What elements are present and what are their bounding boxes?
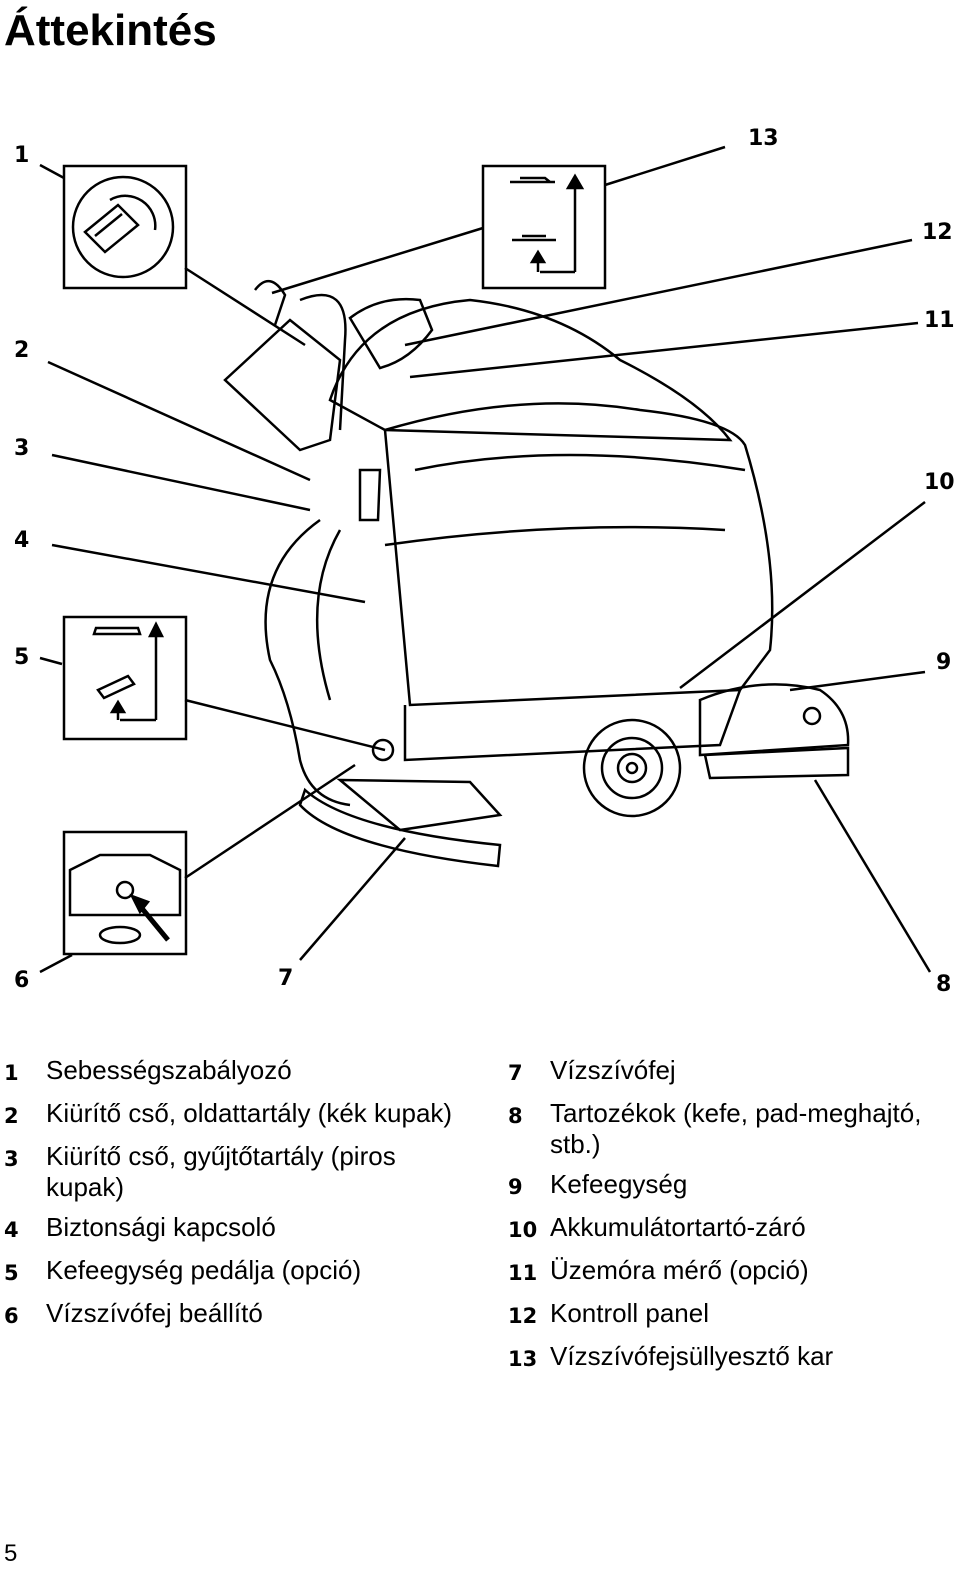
legend-text: Vízszívófejsüllyesztő kar (550, 1341, 834, 1371)
leader-line-2 (47, 360, 311, 482)
legend-text: Biztonsági kapcsoló (46, 1212, 276, 1242)
legend-left-column: 1 Sebességszabályozó 2 Kiürítő cső, oldatt… (4, 1055, 474, 1341)
legend-number: 10 (508, 1218, 538, 1242)
legend-item: 3 Kiürítő cső, gyűjtőtartály (piros kupak… (4, 1141, 474, 1203)
leader-line-13 (604, 145, 726, 187)
callout-9: 9 (936, 650, 952, 675)
legend-item: 9 Kefeegység (508, 1169, 958, 1203)
legend-item: 7 Vízszívófej (508, 1055, 958, 1089)
legend-item: 1 Sebességszabályozó (4, 1055, 474, 1089)
inset-squeegee-lift (481, 164, 607, 290)
callout-12: 12 (922, 220, 953, 245)
legend-number: 13 (508, 1347, 538, 1371)
callout-4: 4 (14, 528, 30, 553)
leader-line-6 (39, 953, 73, 974)
callout-1: 1 (14, 143, 30, 168)
page-number: 5 (4, 1540, 18, 1567)
callout-2: 2 (14, 338, 30, 363)
legend-number: 9 (508, 1175, 523, 1199)
legend-text: Üzemóra mérő (opció) (550, 1255, 809, 1285)
squeegee (298, 787, 502, 868)
control-panel-housing (348, 297, 434, 370)
legend-number: 12 (508, 1304, 538, 1328)
legend-number: 4 (4, 1218, 19, 1242)
leader-line-5 (39, 656, 63, 666)
legend-right-column: 7 Vízszívófej 8 Tartozékok (kefe, pad-megh… (508, 1055, 958, 1384)
callout-3: 3 (14, 436, 30, 461)
scrubber-dryer-illustration (39, 145, 932, 974)
callout-5: 5 (14, 645, 30, 670)
page-title: Áttekintés (4, 6, 217, 55)
legend-text: Tartozékok (kefe, pad-meghajtó, stb.) (550, 1098, 922, 1159)
legend-number: 1 (4, 1061, 19, 1085)
leader-line-1b (184, 266, 306, 347)
legend-number: 6 (4, 1304, 19, 1328)
legend-number: 7 (508, 1061, 523, 1085)
leader-line-4 (51, 543, 366, 604)
callout-11: 11 (924, 308, 955, 333)
legend-text: Akkumulátortartó-záró (550, 1212, 806, 1242)
legend-item: 12 Kontroll panel (508, 1298, 958, 1332)
leader-line-9 (789, 670, 926, 692)
legend-text: Sebességszabályozó (46, 1055, 292, 1085)
machine-top-cover (328, 298, 733, 442)
inset-brush-pedal (62, 615, 188, 741)
legend-number: 11 (508, 1261, 538, 1285)
legend-number: 2 (4, 1104, 19, 1128)
callout-13: 13 (748, 126, 779, 151)
callout-8: 8 (936, 972, 952, 997)
legend-text: Kefeegység (550, 1169, 688, 1199)
speed-lever (254, 280, 287, 326)
legend-number: 8 (508, 1104, 523, 1128)
legend-item: 2 Kiürítő cső, oldattartály (kék kupak) (4, 1098, 474, 1132)
legend-text: Vízszívófej (550, 1055, 676, 1085)
callout-6: 6 (14, 968, 30, 993)
legend-item: 5 Kefeegység pedálja (opció) (4, 1255, 474, 1289)
legend-number: 5 (4, 1261, 19, 1285)
handlebar (223, 318, 342, 452)
leader-line-10 (679, 501, 926, 689)
leader-line-7 (299, 837, 406, 961)
leader-line-6b (184, 763, 356, 880)
callout-10: 10 (924, 470, 955, 495)
rear-wheel (582, 718, 682, 818)
legend-item: 13 Vízszívófejsüllyesztő kar (508, 1341, 958, 1375)
leader-line-1 (39, 163, 65, 180)
legend-number: 3 (4, 1147, 19, 1171)
leader-line-12 (404, 238, 913, 347)
legend-item: 4 Biztonsági kapcsoló (4, 1212, 474, 1246)
callout-7: 7 (278, 966, 294, 991)
legend-item: 8 Tartozékok (kefe, pad-meghajtó, stb.) (508, 1098, 958, 1160)
legend-text: Kontroll panel (550, 1298, 709, 1328)
machine-overview-figure: 1 2 3 4 5 6 7 8 9 10 11 12 13 (0, 110, 960, 1010)
leader-line-8 (813, 779, 932, 973)
inset-squeegee-adjuster (62, 830, 188, 956)
legend-text: Kiürítő cső, gyűjtőtartály (piros kupak) (46, 1141, 396, 1202)
machine-body (383, 402, 774, 707)
legend-item: 11 Üzemóra mérő (opció) (508, 1255, 958, 1289)
legend-item: 6 Vízszívófej beállító (4, 1298, 474, 1332)
leader-line-5b (184, 698, 386, 752)
legend-text: Vízszívófej beállító (46, 1298, 263, 1328)
legend-text: Kiürítő cső, oldattartály (kék kupak) (46, 1098, 453, 1128)
leader-line-13b (271, 226, 484, 295)
legend-item: 10 Akkumulátortartó-záró (508, 1212, 958, 1246)
leader-line-11 (409, 321, 919, 379)
inset-speed-control (62, 164, 188, 290)
brush-deck (698, 683, 850, 757)
legend-text: Kefeegység pedálja (opció) (46, 1255, 362, 1285)
leader-line-3 (51, 453, 311, 512)
